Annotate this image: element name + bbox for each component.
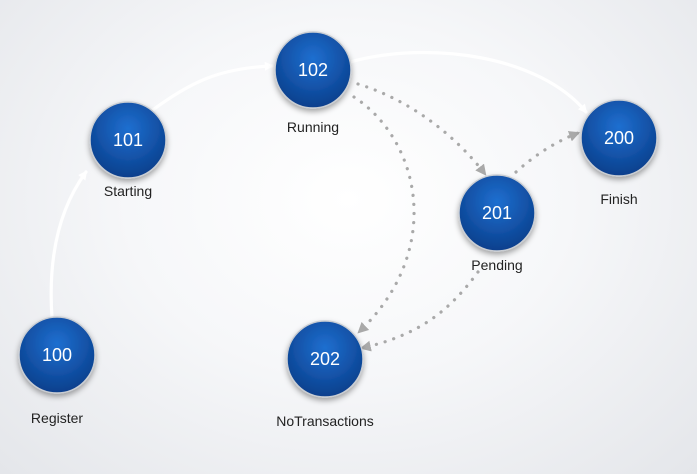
node-id: 101 (113, 130, 143, 150)
solid-edges (49, 50, 588, 320)
edge-102-to-202 (352, 95, 416, 334)
node-label: Register (31, 410, 83, 426)
node-100[interactable]: 100 Register (18, 316, 96, 426)
dotted-edges (352, 82, 581, 352)
node-circle (18, 316, 96, 394)
node-circle (580, 99, 658, 177)
node-circle (274, 31, 352, 109)
node-id: 200 (604, 128, 634, 148)
edge-201-to-202 (359, 270, 480, 352)
node-id: 202 (310, 349, 340, 369)
node-id: 201 (482, 203, 512, 223)
node-200[interactable]: 200 Finish (580, 99, 658, 207)
edge-102-to-200 (348, 50, 588, 114)
edge-201-to-200 (514, 131, 581, 174)
node-label: Finish (600, 191, 637, 207)
node-101[interactable]: 101 Starting (89, 101, 167, 199)
node-202[interactable]: 202 NoTransactions (276, 320, 374, 429)
node-label: Pending (471, 257, 522, 273)
node-circle (458, 174, 536, 252)
node-id: 102 (298, 60, 328, 80)
node-label: Starting (104, 183, 152, 199)
node-102[interactable]: 102 Running (274, 31, 352, 135)
node-id: 100 (42, 345, 72, 365)
edge-100-to-101 (49, 170, 88, 320)
node-circle (286, 320, 364, 398)
node-circle (89, 101, 167, 179)
node-201[interactable]: 201 Pending (458, 174, 536, 273)
edge-102-to-201 (356, 82, 487, 176)
edge-101-to-102 (148, 61, 274, 114)
node-label: Running (287, 119, 339, 135)
node-label: NoTransactions (276, 413, 374, 429)
